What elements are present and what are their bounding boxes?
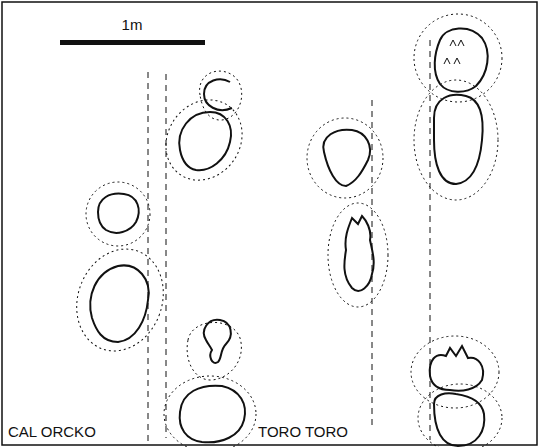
site-label: TORO TORO: [258, 424, 348, 439]
scale-label: 1m: [122, 17, 143, 32]
footprint: [90, 28, 487, 446]
scale-bar: [60, 40, 205, 45]
site-label: CAL ORCKO: [8, 424, 96, 439]
trackway-axis: [148, 40, 430, 442]
footprint-rim: [63, 14, 502, 447]
claw-mark: [444, 40, 464, 64]
